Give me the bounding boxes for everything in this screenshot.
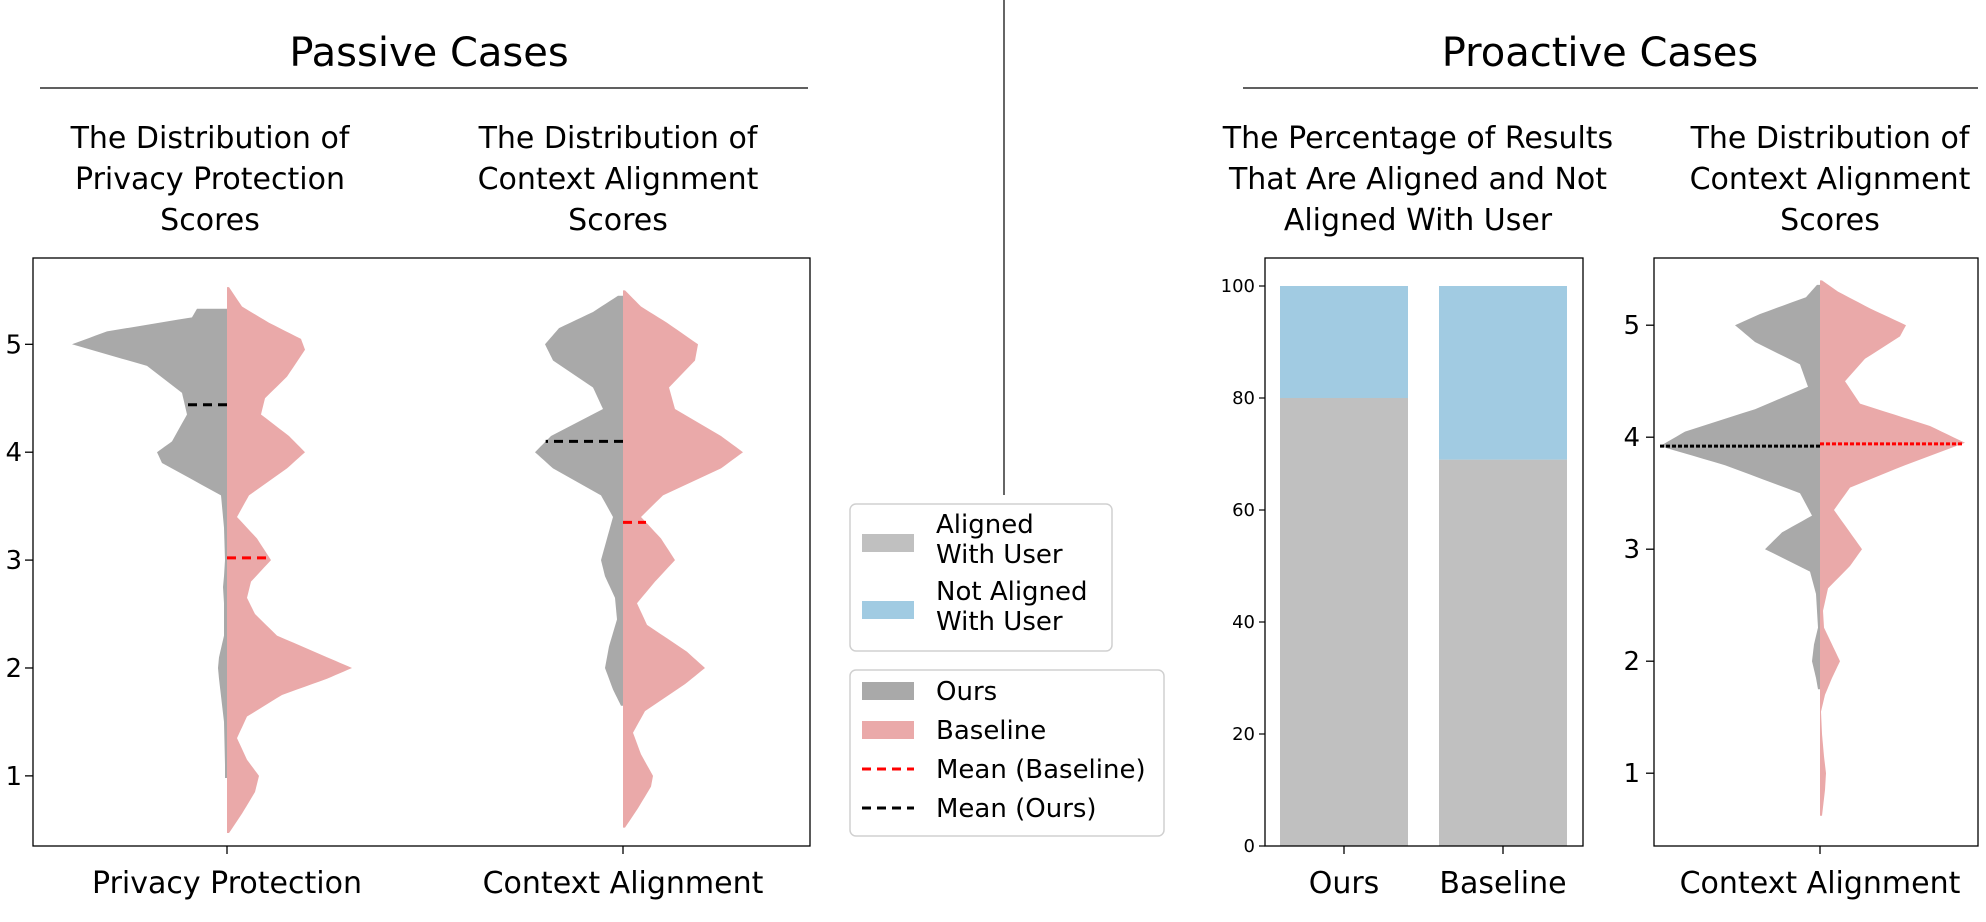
legend-label: Ours <box>936 677 997 707</box>
legend-label: Mean (Ours) <box>936 794 1097 824</box>
panel-title-line: Context Alignment <box>478 162 759 197</box>
panel-title-line: Scores <box>568 203 668 238</box>
y-tick-label: 3 <box>1623 535 1640 565</box>
plot-frame <box>1264 257 1584 847</box>
y-tick-label: 4 <box>5 438 22 468</box>
panel-title-line: The Distribution of <box>1690 121 1971 156</box>
x-tick-label: Baseline <box>1439 866 1566 901</box>
y-tick-label: 40 <box>1232 612 1255 633</box>
passive-section-title: Passive Cases <box>289 30 568 76</box>
panel-title-line: Context Alignment <box>1690 162 1971 197</box>
y-tick-label: 60 <box>1232 500 1255 521</box>
y-tick-label: 1 <box>5 762 22 792</box>
y-tick-label: 5 <box>5 330 22 360</box>
legend-label: With User <box>936 540 1063 570</box>
violin-half-ours <box>1660 284 1820 690</box>
legend-swatch <box>862 721 914 739</box>
legend-swatch <box>862 682 914 700</box>
panel-title-line: The Distribution of <box>70 121 351 156</box>
bar-segment-not-aligned <box>1439 286 1567 460</box>
legend-label: Mean (Baseline) <box>936 755 1146 785</box>
legend-label: Not Aligned <box>936 577 1088 607</box>
bar-legend-box <box>849 503 1113 652</box>
panel-title-line: Privacy Protection <box>75 162 345 197</box>
y-tick-label: 1 <box>1623 759 1640 789</box>
violin-legend-box <box>849 669 1165 837</box>
violin-half-baseline <box>1820 280 1965 816</box>
y-tick-label: 5 <box>1623 311 1640 341</box>
panel-title-line: Aligned With User <box>1284 203 1553 238</box>
legend-swatch <box>862 601 914 619</box>
x-tick-label: Ours <box>1309 866 1380 901</box>
y-tick-label: 20 <box>1232 724 1255 745</box>
panel-title-line: The Percentage of Results <box>1222 121 1613 156</box>
x-tick-label: Context Alignment <box>483 866 764 901</box>
violin-half-baseline <box>623 290 743 828</box>
violin-half-baseline <box>227 287 352 834</box>
panel-title-line: That Are Aligned and Not <box>1228 162 1607 197</box>
legend-label: Baseline <box>936 716 1046 746</box>
plot-frame <box>1653 257 1979 847</box>
bar-segment-aligned <box>1280 398 1408 846</box>
proactive-section-title: Proactive Cases <box>1442 30 1758 76</box>
violin-panel-proactive-context: 1 2 3 4 5 The Distribution of Context Alignmen… <box>1623 121 1979 901</box>
y-tick-label: 0 <box>1244 836 1255 857</box>
y-tick-label: 100 <box>1221 276 1255 297</box>
legend-label: With User <box>936 607 1063 637</box>
y-tick-label: 4 <box>1623 423 1640 453</box>
violin-panel-passive-privacy: 1 2 3 4 5 The Distribution of Privacy Protecti… <box>5 121 811 901</box>
panel-title-line: Scores <box>160 203 260 238</box>
legend-swatch <box>862 534 914 552</box>
bar-segment-aligned <box>1439 459 1567 846</box>
y-tick-label: 2 <box>1623 647 1640 677</box>
panel-title-line: Scores <box>1780 203 1880 238</box>
panel-title-line: The Distribution of <box>478 121 759 156</box>
y-tick-label: 80 <box>1232 388 1255 409</box>
x-tick-label: Privacy Protection <box>92 866 362 901</box>
x-tick-label: Context Alignment <box>1680 866 1961 901</box>
plot-frame <box>32 257 811 847</box>
legend-label: Aligned <box>936 510 1034 540</box>
y-tick-label: 3 <box>5 546 22 576</box>
bar-segment-not-aligned <box>1280 286 1408 398</box>
y-tick-label: 2 <box>5 654 22 684</box>
violin-half-ours <box>72 308 227 779</box>
violin-half-ours <box>535 295 623 706</box>
